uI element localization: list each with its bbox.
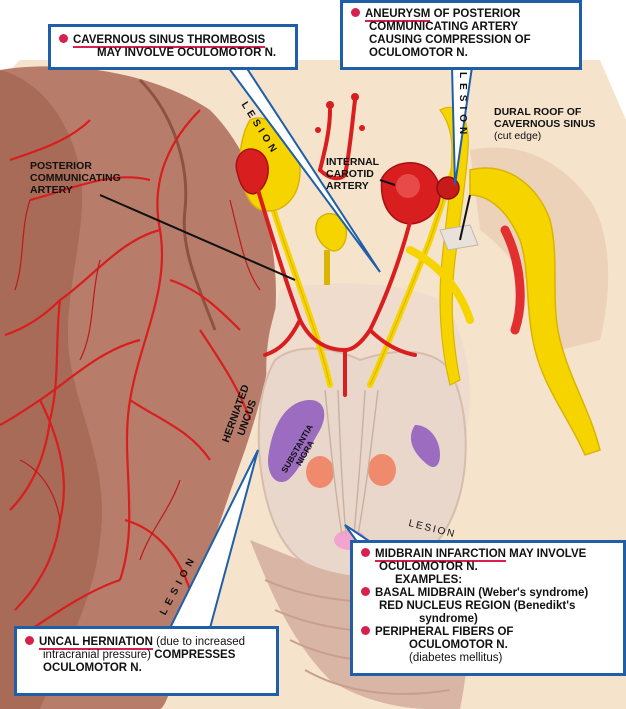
callout-uncal-herniation: UNCAL HERNIATION (due to increased intra… (14, 626, 279, 696)
cavernous-line2: MAY INVOLVE OCULOMOTOR N. (97, 47, 277, 59)
red-nucleus-left (306, 456, 334, 488)
aneurysm-title: ANEURYSM (365, 8, 431, 22)
lesion-label-aneurysm: LESION (457, 72, 468, 140)
substantia-nigra (268, 400, 325, 482)
cortical-arteries (0, 109, 252, 631)
bullet-dot (59, 34, 68, 44)
dural-roof-label: DURAL ROOF OF CAVERNOUS SINUS (cut edge) (494, 106, 596, 142)
red-nucleus-right (368, 454, 396, 486)
bullet-dot (361, 548, 370, 558)
bullet-dot (361, 626, 370, 636)
bullet-dot (351, 8, 360, 18)
callout-midbrain-infarction: MIDBRAIN INFARCTION MAY INVOLVE OCULOMOT… (350, 540, 626, 676)
circle-of-willis (253, 98, 417, 397)
callout-aneurysm: ANEURYSM OF POSTERIOR COMMUNICATING ARTE… (340, 0, 582, 70)
bullet-dot (361, 587, 370, 597)
uncal-title: UNCAL HERNIATION (39, 636, 153, 650)
midbrain-title: MIDBRAIN INFARCTION (375, 548, 506, 562)
callout-cavernous-sinus: CAVERNOUS SINUS THROMBOSIS MAY INVOLVE O… (48, 24, 298, 70)
aneurysm-bulge (436, 176, 460, 200)
bullet-dot (25, 636, 34, 646)
cavernous-title: CAVERNOUS SINUS THROMBOSIS (73, 34, 266, 48)
posterior-communicating-artery-label: POSTERIOR COMMUNICATING ARTERY (30, 160, 121, 196)
internal-carotid-artery-label: INTERNAL CAROTID ARTERY (326, 156, 380, 192)
